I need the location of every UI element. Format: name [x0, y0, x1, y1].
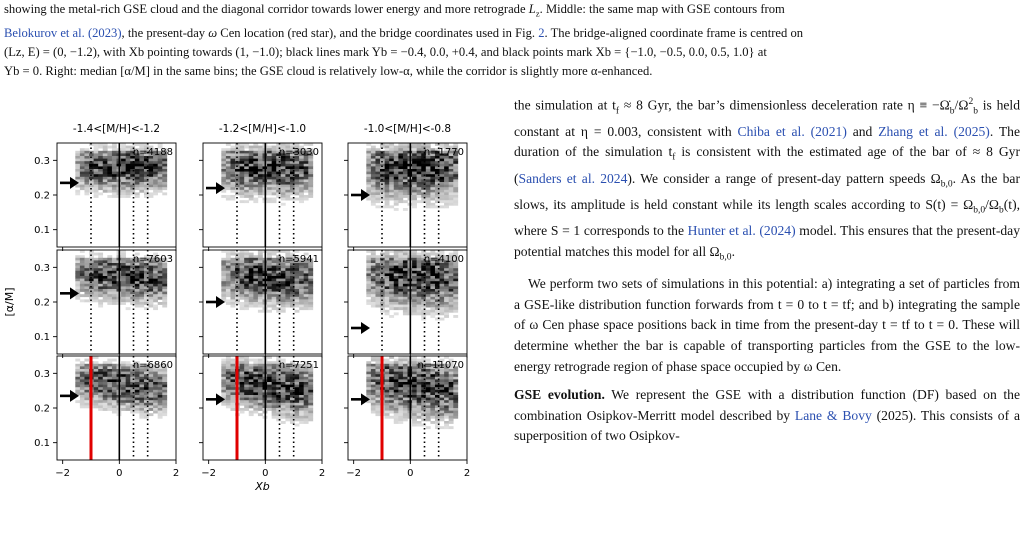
- panel-r0-c2: n=1770: [344, 142, 468, 251]
- body-paragraph-2: We perform two sets of simulations in th…: [514, 276, 1020, 374]
- panel-count-label: n=7251: [279, 360, 319, 371]
- column-title: -1.2<[M/H]<-1.0: [219, 123, 306, 135]
- alpha-vs-xb-heatmap-grid: n=4188 n=3030 n=1770 n=7603 n=5941 n=4100 n=68…: [3, 123, 470, 493]
- panel-r0-c0: n=4188: [53, 142, 177, 251]
- x-tick-label: 0: [116, 468, 122, 479]
- arrow-marker: [351, 189, 370, 201]
- column-title: -1.0<[M/H]<-0.8: [364, 123, 451, 135]
- ref-belokurov-link[interactable]: Belokurov et al. (2023): [4, 25, 122, 40]
- panel-count-label: n=5941: [279, 254, 319, 265]
- y-tick-label: 0.1: [34, 332, 50, 343]
- arrow-marker: [60, 176, 79, 189]
- caption-line-1: showing the metal-rich GSE cloud and the…: [4, 2, 785, 19]
- panel-r2-c1: n=7251: [199, 355, 323, 464]
- panel-count-label: n=3030: [279, 147, 319, 158]
- x-axis-label: Xb: [254, 480, 270, 493]
- panel-r1-c0: n=7603: [53, 249, 177, 358]
- x-tick-label: 0: [262, 468, 268, 479]
- panel-count-label: n=11070: [417, 360, 464, 371]
- y-tick-label: 0.3: [34, 369, 50, 380]
- y-tick-label: 0.1: [34, 225, 50, 236]
- figure-caption: showing the metal-rich GSE cloud and the…: [4, 0, 1020, 81]
- panel-count-label: n=1770: [424, 147, 464, 158]
- y-axis-label: [α/M]: [3, 287, 16, 316]
- x-tick-label: 2: [173, 468, 179, 479]
- x-tick-label: 2: [319, 468, 325, 479]
- column-title: -1.4<[M/H]<-1.2: [73, 123, 160, 135]
- panel-r2-c2: n=11070: [344, 355, 468, 464]
- x-tick-label: 0: [407, 468, 413, 479]
- y-tick-label: 0.3: [34, 263, 50, 274]
- arrow-marker: [351, 322, 370, 334]
- caption-line-4: Yb = 0. Right: median [α/M] in the same …: [4, 63, 653, 78]
- panel-count-label: n=7603: [133, 254, 173, 265]
- panel-r2-c0: n=6860: [53, 355, 177, 464]
- arrow-marker: [60, 389, 79, 402]
- y-tick-label: 0.2: [34, 298, 50, 309]
- heatmap-cells: [366, 250, 459, 321]
- ref-chiba-link[interactable]: Chiba et al. (2021): [737, 123, 847, 139]
- caption-line-2: Belokurov et al. (2023), the present-day…: [4, 25, 804, 40]
- x-tick-label: −2: [201, 468, 216, 479]
- arrow-marker: [206, 182, 225, 195]
- arrow-marker: [206, 393, 225, 406]
- caption-line-3: (Lz, E) = (0, −1.2), with Xb pointing to…: [4, 44, 767, 59]
- panel-count-label: n=4188: [133, 147, 173, 158]
- heatmap-cells: [221, 356, 314, 427]
- ref-hunter-link[interactable]: Hunter et al. (2024): [687, 223, 796, 239]
- body-paragraph-1: the simulation at tf ≈ 8 Gyr, the bar’s …: [514, 97, 1021, 263]
- ref-zhang-link[interactable]: Zhang et al. (2025): [878, 123, 990, 139]
- ref-sanders-link[interactable]: Sanders et al. 2024: [518, 170, 628, 186]
- x-tick-label: 2: [464, 468, 470, 479]
- body-text-column: the simulation at tf ≈ 8 Gyr, the bar’s …: [514, 92, 1020, 447]
- heatmap-cells: [366, 143, 459, 211]
- panel-r0-c1: n=3030: [199, 142, 323, 251]
- ref-lane-bovy-link[interactable]: Lane & Bovy: [794, 407, 872, 423]
- panel-r1-c2: n=4100: [344, 249, 468, 358]
- panel-r1-c1: n=5941: [199, 249, 323, 358]
- y-tick-label: 0.1: [34, 438, 50, 449]
- arrow-marker: [206, 296, 225, 308]
- arrow-marker: [60, 287, 79, 300]
- x-tick-label: −2: [346, 468, 361, 479]
- y-tick-label: 0.2: [34, 191, 50, 202]
- y-tick-label: 0.2: [34, 404, 50, 415]
- panel-count-label: n=6860: [133, 360, 173, 371]
- body-paragraph-3: GSE evolution. We represent the GSE with…: [514, 387, 1021, 444]
- ref-fig2-link[interactable]: 2: [538, 25, 545, 40]
- section-title-gse-evolution: GSE evolution.: [514, 387, 605, 403]
- x-tick-label: −2: [55, 468, 70, 479]
- panel-count-label: n=4100: [424, 254, 464, 265]
- arrow-marker: [351, 393, 370, 406]
- y-tick-label: 0.3: [34, 156, 50, 167]
